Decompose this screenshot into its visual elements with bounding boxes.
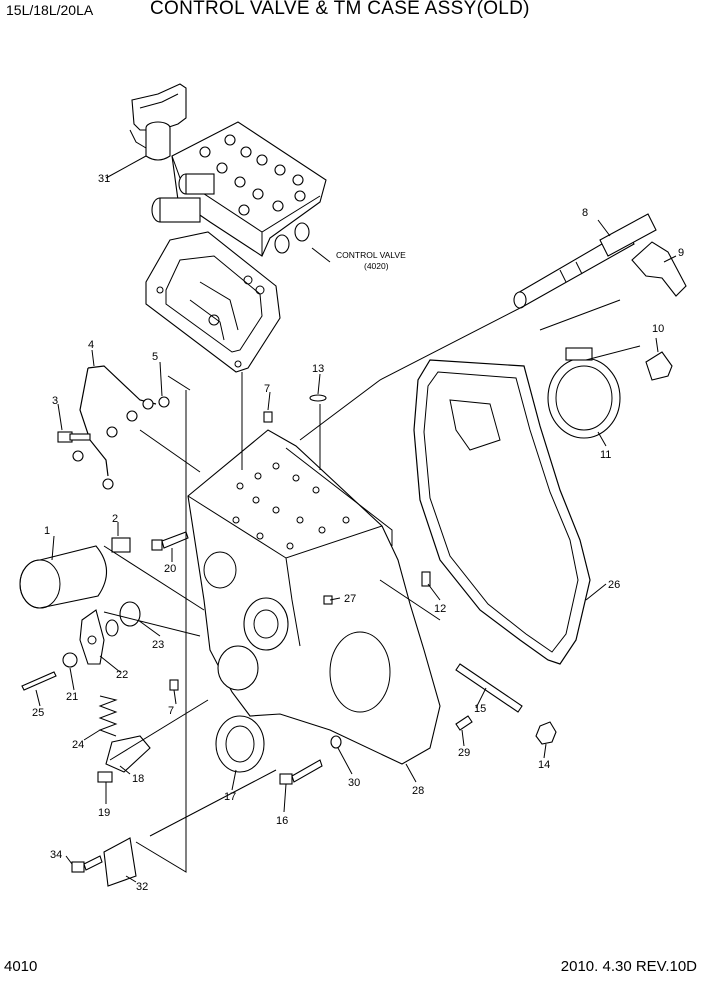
callout-21: 21	[66, 691, 78, 703]
callout-1: 1	[44, 525, 50, 537]
model-label: 15L/18L/20LA	[6, 2, 94, 18]
callout-9: 9	[678, 247, 684, 259]
part-20-bolt	[151, 531, 189, 551]
callout-17: 17	[224, 791, 236, 803]
callout-8: 8	[582, 207, 588, 219]
part-29-pin	[455, 715, 473, 731]
callout-3: 3	[52, 395, 58, 407]
part-17-seal	[215, 715, 265, 773]
part-11-band	[547, 347, 621, 439]
callout-27: 27	[344, 593, 356, 605]
part-24-spring	[98, 695, 118, 737]
part-23-washer	[119, 601, 141, 627]
callout-18: 18	[132, 773, 144, 785]
part-5-washer	[158, 396, 170, 408]
callout-7-bottom: 7	[168, 705, 174, 717]
callout-10: 10	[652, 323, 664, 335]
part-14-nut	[535, 721, 557, 745]
page-number: 4010	[4, 958, 38, 975]
part-9-bracket	[631, 241, 687, 297]
leader-lines	[35, 155, 677, 883]
callout-15: 15	[474, 703, 486, 715]
callout-7-top: 7	[264, 383, 270, 395]
part-19-bolt	[97, 771, 113, 783]
callout-14: 14	[538, 759, 550, 771]
control-valve-gasket	[145, 231, 281, 373]
part-7-plug-bottom	[169, 679, 179, 691]
part-13-oring	[309, 394, 327, 402]
callout-26: 26	[608, 579, 620, 591]
part-12-fitting	[421, 571, 431, 587]
transmission-case	[187, 429, 441, 765]
part-18-bracket	[105, 735, 151, 773]
callout-12: 12	[434, 603, 446, 615]
control-valve-ref: (4020)	[364, 261, 389, 271]
callout-2: 2	[112, 513, 118, 525]
part-25-pin	[21, 671, 57, 691]
revision-date: 2010. 4.30 REV.10D	[560, 958, 697, 975]
part-15-stud	[455, 663, 523, 713]
callout-24: 24	[72, 739, 84, 751]
callout-31: 31	[98, 173, 110, 185]
callout-34: 34	[50, 849, 62, 861]
callout-16: 16	[276, 815, 288, 827]
callout-32: 32	[136, 881, 148, 893]
part-21-ring	[62, 652, 78, 668]
part-22-lever	[79, 609, 105, 665]
callout-23: 23	[152, 639, 164, 651]
part-2-fitting	[111, 537, 131, 553]
part-31-bracket	[129, 83, 187, 161]
callout-11: 11	[600, 449, 611, 461]
callout-28: 28	[412, 785, 424, 797]
part-1-filter	[19, 545, 108, 609]
callout-5: 5	[152, 351, 158, 363]
control-valve-name: CONTROL VALVE	[336, 250, 406, 260]
part-10-block	[645, 351, 673, 381]
callout-4: 4	[88, 339, 94, 351]
callout-20: 20	[164, 563, 176, 575]
part-32-bracket	[103, 837, 137, 887]
callout-22: 22	[116, 669, 128, 681]
part-3-bolt	[57, 426, 118, 462]
callout-29: 29	[458, 747, 470, 759]
control-valve	[151, 121, 327, 257]
callout-19: 19	[98, 807, 110, 819]
part-8-shaft	[513, 213, 657, 309]
part-26-gasket	[413, 359, 591, 665]
callout-13: 13	[312, 363, 324, 375]
part-7-plug-top	[263, 411, 273, 423]
part-4-pipe	[79, 365, 157, 490]
callout-labels: 31 8 9 10 11 4 5 3 7 13 1 2 20 27 12 26 …	[32, 173, 684, 893]
callout-30: 30	[348, 777, 360, 789]
page-title: CONTROL VALVE & TM CASE ASSY(OLD)	[150, 0, 530, 19]
callout-25: 25	[32, 707, 44, 719]
part-30-washer	[330, 735, 342, 749]
part-16-bolt	[279, 759, 323, 785]
part-34-bolt	[71, 855, 103, 873]
